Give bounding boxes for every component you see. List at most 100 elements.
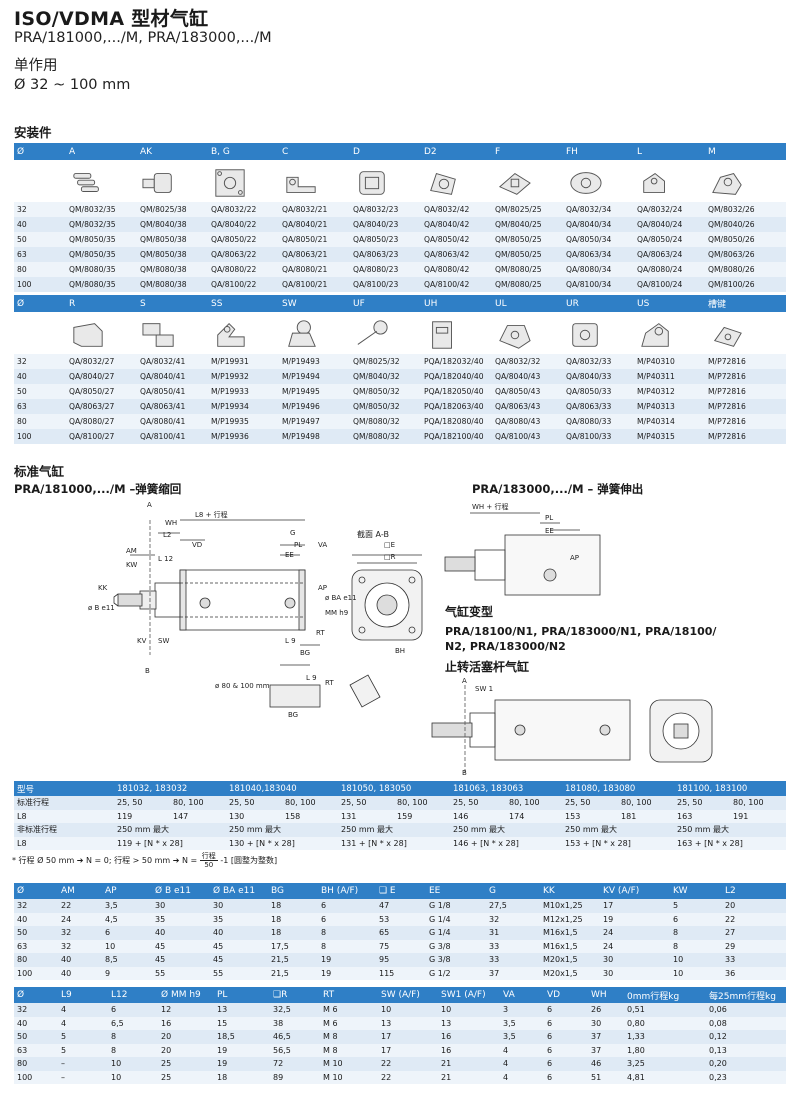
table-cell: M/P72816: [705, 429, 786, 444]
table-cell: QA/8100/22: [208, 277, 279, 292]
table-cell: QM/8025/25: [492, 202, 563, 217]
pivot-eye-icon: [288, 319, 316, 347]
table-cell: [282, 836, 339, 850]
table-cell: QA/8080/27: [66, 414, 137, 429]
table-cell: 3,5: [500, 1016, 544, 1030]
table-cell: 40: [14, 1016, 58, 1030]
table-cell: QA/8063/21: [279, 247, 350, 262]
label-kv: KV: [137, 637, 147, 645]
table-cell: G 1/8: [426, 899, 486, 913]
col-header: KK: [540, 883, 600, 899]
table-cell: M/P19932: [208, 369, 279, 384]
icon-cell: [634, 160, 705, 202]
table-cell: 13: [438, 1016, 500, 1030]
table-cell: M/P40314: [634, 414, 705, 429]
label-ba: ø BA e11: [325, 594, 357, 602]
table-cell: 40: [14, 369, 66, 384]
table-cell: M/P19497: [279, 414, 350, 429]
icon-cell: [563, 312, 634, 354]
model-numbers: PRA/181000,.../M, PRA/183000,.../M: [14, 30, 272, 46]
icon-cell: [492, 312, 563, 354]
table-cell: 20: [158, 1043, 214, 1057]
counter-bracket-icon: [499, 324, 531, 349]
label-ee: EE: [285, 551, 294, 559]
label-bg: BG: [300, 649, 310, 657]
icon-cell: [492, 160, 563, 202]
clevis-bracket-icon: [641, 322, 669, 347]
table-cell: 8: [318, 926, 376, 940]
table-cell: 25: [158, 1070, 214, 1084]
table-cell: 5: [58, 1030, 108, 1044]
table-cell: 6: [670, 912, 722, 926]
table-cell: 40: [210, 926, 268, 940]
table-cell: QM/8080/38: [137, 277, 208, 292]
table-cell: M20x1,5: [540, 966, 600, 980]
table-cell: 18: [268, 899, 318, 913]
table-cell: 95: [376, 953, 426, 967]
icon-cell: [14, 160, 66, 202]
table-cell: 153: [562, 809, 619, 823]
table-cell: G 1/2: [426, 966, 486, 980]
icon-cell: [137, 312, 208, 354]
table-cell: 10: [102, 939, 152, 953]
table-cell: QM/8040/25: [492, 217, 563, 232]
table-cell: 130 + [N * x 28]: [226, 836, 295, 850]
table-cell: 80, 100: [394, 796, 451, 810]
col-header: AK: [137, 143, 208, 160]
table-cell: 115: [376, 966, 426, 980]
table-cell: 80: [14, 1057, 58, 1071]
table-cell: 33: [486, 953, 540, 967]
table-cell: 4: [500, 1070, 544, 1084]
table-cell: 146 + [N * x 28]: [450, 836, 519, 850]
table-cell: M/P40313: [634, 399, 705, 414]
table-cell: 16: [158, 1016, 214, 1030]
table-cell: QM/8050/38: [137, 247, 208, 262]
col-header: US: [634, 295, 705, 312]
table-cell: QM/8050/35: [66, 247, 137, 262]
table-cell: 19: [600, 912, 670, 926]
standard-cylinder-title: 标准气缸: [14, 464, 65, 479]
label-b2: B: [462, 769, 467, 777]
table-cell: 6: [102, 926, 152, 940]
table-cell: 45: [152, 953, 210, 967]
table-cell: M/P40310: [634, 354, 705, 369]
table-cell: QA/8050/27: [66, 384, 137, 399]
table-cell: QA/8040/34: [563, 217, 634, 232]
table-cell: QM/8080/32: [350, 414, 421, 429]
col-header: A: [66, 143, 137, 160]
col-header: C: [279, 143, 350, 160]
icon-cell: [279, 312, 350, 354]
col-header: SW: [279, 295, 350, 312]
table-cell: QA/8050/24: [634, 232, 705, 247]
table-cell: 6: [108, 1003, 158, 1017]
page-title: ISO/VDMA 型材气缸: [14, 8, 209, 30]
table-cell: M12x1,25: [540, 912, 600, 926]
table-cell: QA/8063/23: [350, 247, 421, 262]
variant-models-2: N2, PRA/183000/N2: [445, 640, 566, 653]
table-cell: 6,5: [108, 1016, 158, 1030]
col-header: FH: [563, 143, 634, 160]
table-cell: 37: [588, 1043, 624, 1057]
table-cell: QA/8050/21: [279, 232, 350, 247]
table-cell: 32: [14, 354, 66, 369]
table-cell: L8: [14, 836, 114, 850]
table-cell: 30: [210, 899, 268, 913]
table-cell: M/P72816: [705, 399, 786, 414]
table-cell: 12: [158, 1003, 214, 1017]
table-cell: QM/8080/25: [492, 262, 563, 277]
table-cell: 159: [394, 809, 451, 823]
table-cell: 21,5: [268, 966, 318, 980]
col-header: UH: [421, 295, 492, 312]
table-cell: QM/8050/38: [137, 232, 208, 247]
icon-cell: [350, 312, 421, 354]
table-cell: 75: [376, 939, 426, 953]
table-cell: 53: [376, 912, 426, 926]
table-cell: 33: [722, 953, 786, 967]
table-cell: 4: [58, 1016, 108, 1030]
